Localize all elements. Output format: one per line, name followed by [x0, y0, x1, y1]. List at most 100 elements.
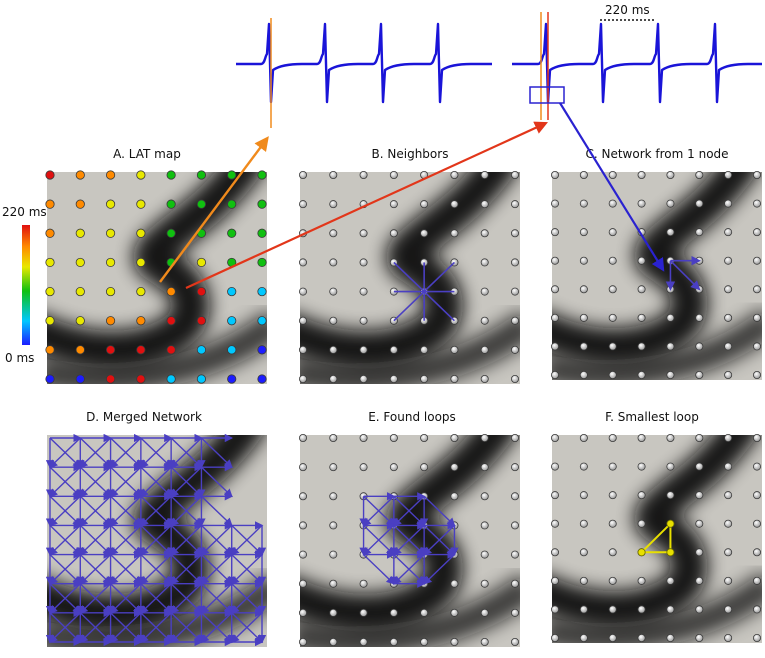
electrode-node	[389, 463, 398, 472]
electrode-node	[450, 579, 459, 588]
electrode-node	[637, 462, 646, 471]
smallest-loop	[637, 519, 675, 557]
electrode-nodes	[298, 170, 519, 383]
colorbar-gradient	[22, 225, 30, 345]
neighbor-star	[393, 261, 455, 322]
network-edge	[109, 495, 142, 527]
electrode-node	[551, 605, 560, 614]
network-edge	[200, 583, 233, 614]
electrode-node	[579, 228, 588, 237]
electrode-node	[637, 170, 646, 179]
electrode-node	[480, 258, 489, 267]
electrode-node	[608, 285, 617, 294]
electrode-node	[196, 286, 207, 297]
electrode-node	[257, 199, 267, 209]
electrode-node	[724, 605, 733, 614]
loop-edge	[362, 495, 395, 527]
electrode-node	[136, 316, 146, 326]
electrode-node	[724, 548, 733, 557]
electrode-node	[510, 638, 519, 647]
electrode-node	[450, 608, 459, 617]
network-edge	[170, 524, 202, 556]
network-edge	[48, 466, 81, 498]
electrode-node	[480, 170, 489, 179]
network-edge	[200, 437, 233, 469]
electrode-node	[450, 463, 459, 472]
electrode-node	[608, 313, 617, 322]
electrode-node	[724, 228, 733, 237]
excitation-wavefront-tail	[300, 310, 520, 384]
electrode-node	[637, 605, 646, 614]
electrode-node	[510, 521, 519, 530]
electrode-node	[724, 370, 733, 379]
electrode-node	[359, 579, 368, 588]
loop-edge	[423, 554, 455, 585]
electrode-node	[637, 491, 646, 500]
electrode-node	[75, 170, 85, 180]
electrode-node	[298, 258, 307, 267]
network-edge	[109, 554, 142, 585]
electrode-node	[105, 228, 116, 238]
network-edge	[200, 612, 233, 643]
loop-edges	[639, 521, 672, 554]
excitation-wavefront-tail	[47, 573, 267, 647]
electrode-node	[637, 576, 646, 585]
electrode-node	[510, 550, 519, 559]
electrode-node	[608, 519, 617, 528]
electrode-node	[298, 608, 307, 617]
electrode-node	[551, 342, 560, 351]
electrode-node	[695, 605, 704, 614]
excitation-wavefront	[552, 435, 759, 628]
electrode-node	[359, 374, 368, 383]
excitation-wavefront-tail	[47, 310, 267, 384]
electrode-node	[196, 374, 207, 384]
electrode-node	[579, 342, 588, 351]
excitation-wavefront	[300, 435, 517, 632]
electrode-node	[329, 463, 338, 472]
electrode-node	[695, 199, 704, 208]
electrode-node	[359, 345, 368, 354]
network-edge	[230, 583, 263, 614]
electrode-node	[551, 199, 560, 208]
electrode-node	[579, 491, 588, 500]
electrode-node	[480, 316, 489, 325]
electrode-node	[480, 521, 489, 530]
neighbor-edge	[423, 290, 455, 322]
electrode-node	[136, 199, 146, 209]
excitation-wavefront	[552, 172, 759, 365]
electrode-node	[608, 199, 617, 208]
loop-edge	[392, 524, 425, 556]
electrode-node	[329, 316, 338, 325]
electrode-node	[480, 345, 489, 354]
electrode-node	[579, 548, 588, 557]
electrode-node	[227, 199, 237, 209]
electrode-node	[510, 374, 519, 383]
electrode-node	[608, 462, 617, 471]
excitation-wavefront-tail	[552, 571, 762, 643]
electrode-node	[510, 345, 519, 354]
tissue-map	[300, 435, 520, 647]
electrode-node	[666, 576, 675, 585]
merged-network	[45, 433, 267, 647]
electrode-node	[298, 492, 307, 501]
panel-title-b: B. Neighbors	[372, 147, 449, 161]
electrode-node	[579, 199, 588, 208]
electrode-node	[579, 170, 588, 179]
neighbor-edge	[393, 290, 425, 322]
network-edge	[139, 495, 172, 527]
electrode-node	[551, 462, 560, 471]
electrode-node	[420, 345, 429, 354]
network-edge	[48, 554, 81, 585]
electrode-node	[724, 170, 733, 179]
electrode-node	[753, 491, 762, 500]
loop-node	[637, 548, 646, 557]
electrode-node	[608, 433, 617, 442]
electrode-node	[136, 345, 146, 355]
electrode-node	[298, 550, 307, 559]
electrode-node	[389, 345, 398, 354]
electrode-node	[45, 228, 55, 238]
network-edge	[79, 466, 112, 498]
electrode-node	[695, 228, 704, 237]
electrode-node	[298, 200, 307, 209]
network-edge	[109, 466, 142, 498]
